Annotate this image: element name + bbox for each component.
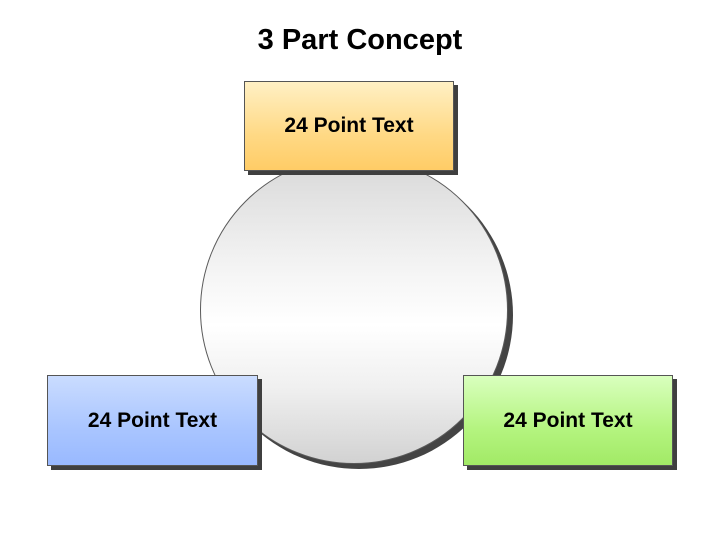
top-concept-label: 24 Point Text [284, 114, 414, 137]
left-concept-label: 24 Point Text [87, 408, 218, 432]
right-concept-box[interactable]: 24 Point Text [463, 375, 673, 466]
top-concept-box[interactable]: 24 Point Text [244, 81, 454, 171]
slide-title: 3 Part Concept [257, 24, 463, 56]
right-concept-label: 24 Point Text [503, 408, 633, 432]
left-concept-box[interactable]: 24 Point Text [47, 375, 258, 466]
